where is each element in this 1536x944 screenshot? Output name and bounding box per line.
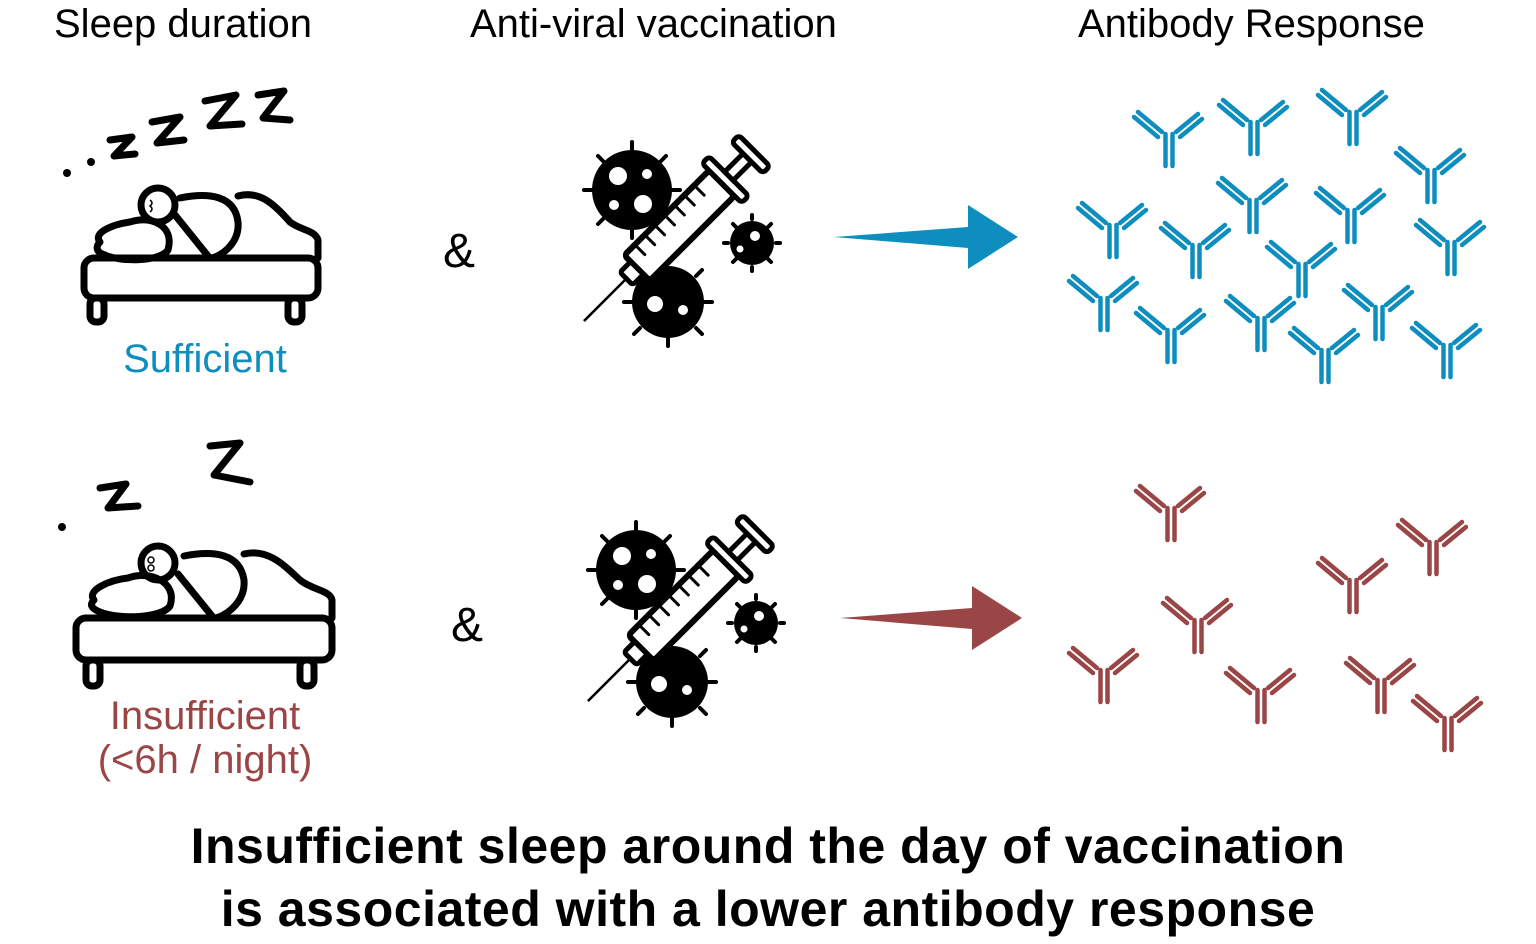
insufficient-text: Insufficient [109, 694, 301, 738]
header-antibody-response: Antibody Response [1078, 2, 1425, 46]
right-arrow-icon [834, 205, 1018, 269]
person-sleeping-in-bed-icon [80, 184, 322, 326]
insufficient-sublabel: (<6h / night) [97, 738, 313, 782]
sleep-label-insufficient: Insufficient (<6h / night) [70, 694, 340, 782]
syringe-with-viruses-icon [582, 134, 782, 348]
header-vaccination: Anti-viral vaccination [470, 2, 837, 46]
caption-line-2: is associated with a lower antibody resp… [220, 881, 1316, 937]
sleep-label-sufficient: Sufficient [70, 337, 340, 381]
person-sleeping-in-bed-icon-2 [72, 542, 336, 690]
sufficient-text: Sufficient [123, 337, 287, 381]
caption-line-1: Insufficient sleep around the day of vac… [190, 818, 1346, 874]
antibody-cluster-low [0, 0, 1, 1]
zzz-icon-short [58, 439, 254, 531]
right-arrow-icon-2 [840, 586, 1022, 650]
ampersand-connector: & [443, 225, 476, 278]
zzz-icon [63, 87, 294, 177]
ampersand-connector-2: & [451, 599, 484, 652]
header-sleep-duration: Sleep duration [54, 2, 312, 46]
